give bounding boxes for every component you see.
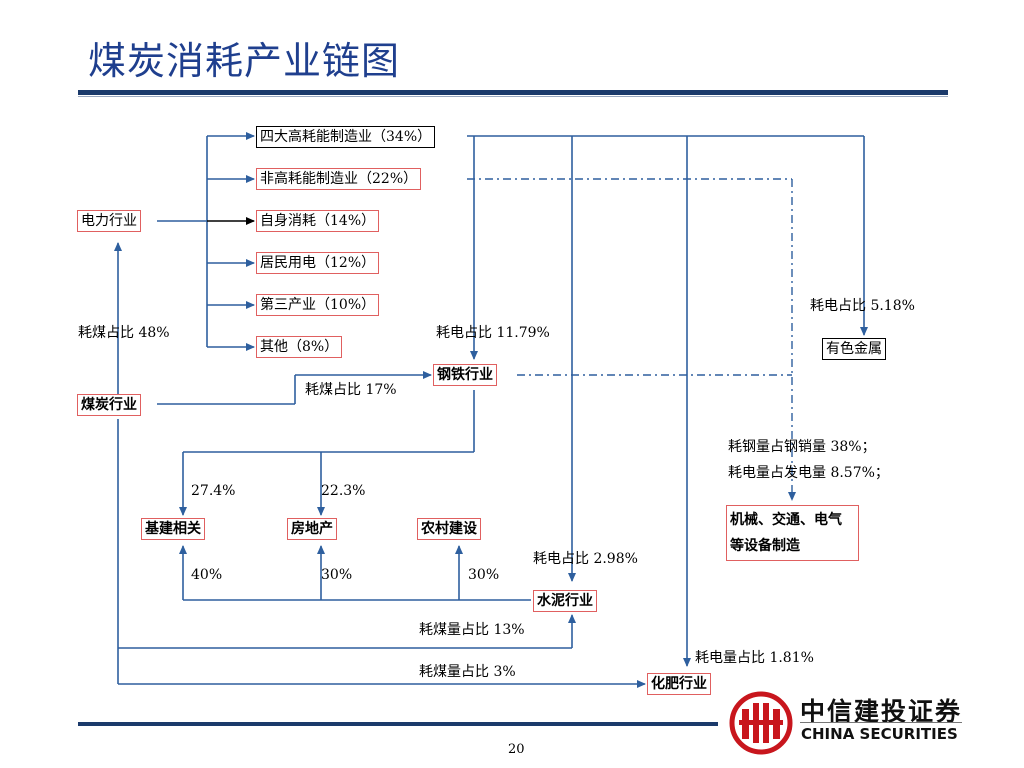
- china-securities-logo-icon: [729, 691, 793, 755]
- label-cement-to-infra: 40%: [191, 567, 223, 583]
- node-fertilizer-industry: 化肥行业: [647, 673, 711, 695]
- page-title: 煤炭消耗产业链图: [88, 39, 401, 83]
- label-power-to-cement: 耗电占比 2.98%: [533, 551, 638, 567]
- label-steel-to-infra: 27.4%: [191, 483, 236, 499]
- title-rule-thin: [78, 96, 948, 97]
- label-cement-to-rural: 30%: [468, 567, 500, 583]
- node-four-high-energy-manufacturing: 四大高耗能制造业（34%）: [256, 126, 436, 148]
- node-infrastructure: 基建相关: [141, 518, 205, 540]
- label-coal-to-cement: 耗煤量占比 13%: [419, 622, 525, 638]
- page-number: 20: [508, 742, 525, 757]
- title-rule: [78, 90, 948, 95]
- label-coal-to-power: 耗煤占比 48%: [78, 325, 170, 341]
- label-power-to-fertilizer: 耗电量占比 1.81%: [695, 650, 814, 666]
- node-non-high-energy-manufacturing: 非高耗能制造业（22%）: [256, 168, 422, 190]
- brand-divider: [800, 722, 962, 723]
- node-rural-construction: 农村建设: [417, 518, 481, 540]
- node-coal-industry: 煤炭行业: [77, 394, 141, 416]
- brand-name-english: CHINA SECURITIES: [801, 725, 958, 743]
- node-other: 其他（8%）: [256, 336, 343, 358]
- node-power-industry: 电力行业: [77, 210, 141, 232]
- label-coal-to-fertilizer: 耗煤量占比 3%: [419, 664, 516, 680]
- node-residential-power: 居民用电（12%）: [256, 252, 380, 274]
- label-machinery-power-share: 耗电量占发电量 8.57%；: [728, 465, 889, 481]
- node-self-consumption: 自身消耗（14%）: [256, 210, 380, 232]
- label-power-to-nonferrous: 耗电占比 5.18%: [810, 298, 915, 314]
- label-steel-to-realestate: 22.3%: [321, 483, 366, 499]
- label-coal-to-steel: 耗煤占比 17%: [305, 382, 397, 398]
- node-tertiary-industry: 第三产业（10%）: [256, 294, 380, 316]
- node-machinery-transport-electrical: 机械、交通、电气等设备制造: [726, 505, 859, 561]
- label-power-to-steel: 耗电占比 11.79%: [436, 325, 550, 341]
- brand-name-chinese: 中信建投证券: [800, 697, 963, 726]
- node-nonferrous-metals: 有色金属: [822, 338, 886, 360]
- label-cement-to-realestate: 30%: [321, 567, 353, 583]
- label-machinery-steel-share: 耗钢量占钢销量 38%；: [728, 439, 876, 455]
- node-real-estate: 房地产: [287, 518, 337, 540]
- node-steel-industry: 钢铁行业: [433, 364, 497, 386]
- footer-rule: [78, 722, 718, 726]
- node-cement-industry: 水泥行业: [533, 590, 597, 612]
